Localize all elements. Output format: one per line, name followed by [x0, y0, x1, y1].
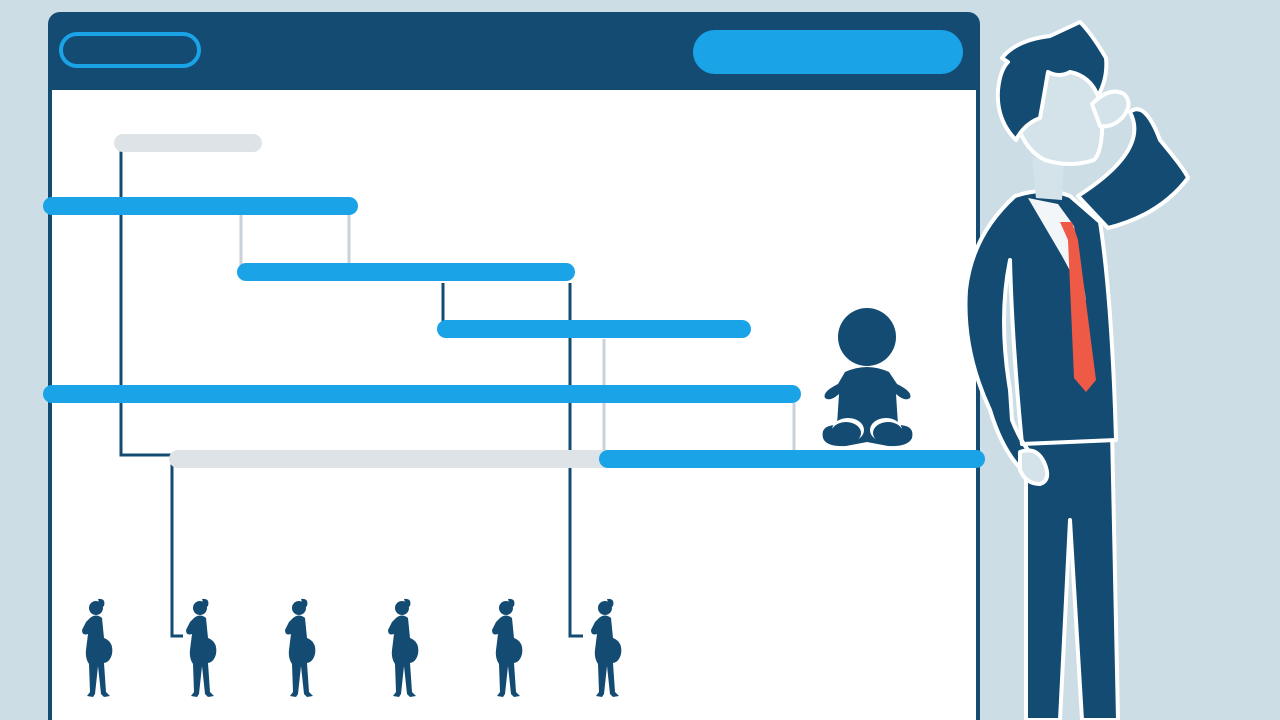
connector-1 [119, 143, 172, 457]
gantt-bars [43, 134, 985, 468]
window-content [52, 90, 976, 720]
baby-icon [822, 308, 913, 447]
confused-businessman [963, 20, 1190, 720]
titlebar-right-pill[interactable] [693, 30, 963, 74]
connector-2 [170, 455, 183, 638]
app-window [48, 12, 980, 720]
titlebar-left-pill [59, 32, 201, 68]
